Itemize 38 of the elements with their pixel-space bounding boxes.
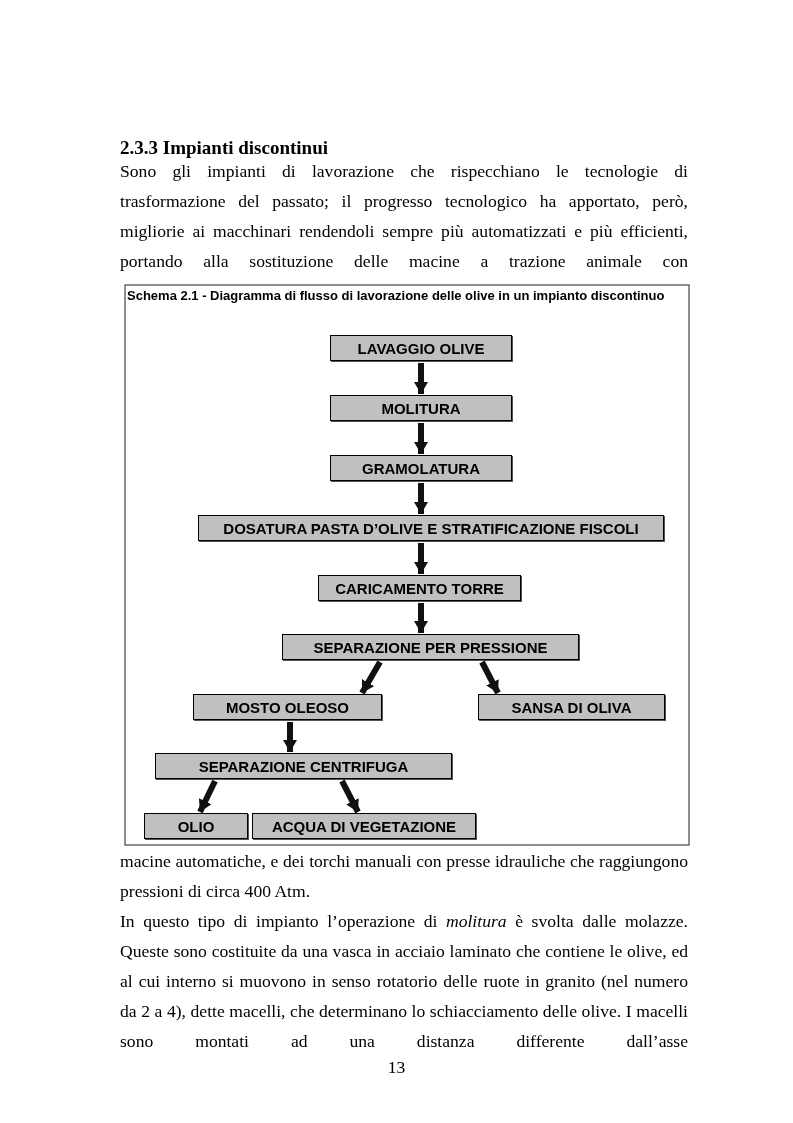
step-label: SEPARAZIONE CENTRIFUGA	[198, 757, 409, 775]
figure-title: Schema 2.1 - Diagramma di flusso di lavorazione delle olive in un impianto discontinuo	[127, 287, 665, 305]
step-label: LAVAGGIO OLIVE	[357, 339, 485, 357]
step-label: GRAMOLATURA	[361, 459, 480, 477]
process-box	[193, 694, 382, 720]
arrow	[359, 660, 383, 695]
step-label: MOLITURA	[381, 399, 461, 417]
process-box	[155, 753, 452, 779]
step-label: ACQUA DI VEGETAZIONE	[271, 817, 457, 835]
arrow	[283, 722, 297, 752]
body-paragraph: Sono gli impianti di lavorazione che rispecchiano le tecnologie di trasformazione del passato; il progresso tecnologico ha apportato, però, migliorie ai macchinari rendendoli sempre più automatizzati e più efficienti, portando alla sostituzione delle macine a trazione animale con	[120, 160, 688, 273]
arrow	[197, 779, 218, 814]
arrow	[414, 603, 428, 633]
arrow	[414, 543, 428, 574]
step-label: CARICAMENTO TORRE	[335, 579, 504, 597]
step-label: OLIO	[177, 817, 215, 835]
section-heading: 2.3.3 Impianti discontinui	[120, 136, 329, 160]
process-box	[478, 694, 665, 720]
process-box	[330, 395, 512, 421]
step-label: DOSATURA PASTA D’OLIVE E STRATIFICAZIONE FISCOLI	[223, 519, 639, 537]
process-box	[198, 515, 664, 541]
page-number: 13	[386, 1056, 407, 1079]
process-box	[330, 455, 512, 481]
process-box	[330, 335, 512, 361]
step-label: SANSA DI OLIVA	[511, 698, 632, 716]
arrow	[414, 423, 428, 454]
body-paragraph: macine automatiche, e dei torchi manuali con presse idrauliche che raggiungono pressioni di circa 400 Atm.	[120, 850, 688, 903]
process-box	[318, 575, 521, 601]
arrow	[414, 363, 428, 394]
arrow	[339, 779, 361, 814]
process-box	[282, 634, 579, 660]
process-box	[144, 813, 248, 839]
step-label: MOSTO OLEOSO	[225, 698, 350, 716]
arrow	[479, 660, 501, 695]
body-paragraph: In questo tipo di impianto l’operazione di molitura è svolta dalle molazze. Queste sono costituite da una vasca in acciaio laminato che contiene le olive, ed al cui interno si muovono in senso rotatorio delle ruote in granito (nel numero da 2 a 4), dette macelli, che determinano lo schiacciamento delle olive. I macelli sono montati ad una distanza differente dall’asse	[120, 910, 688, 1053]
arrow	[414, 483, 428, 514]
process-box	[252, 813, 476, 839]
step-label: SEPARAZIONE PER PRESSIONE	[313, 638, 548, 656]
